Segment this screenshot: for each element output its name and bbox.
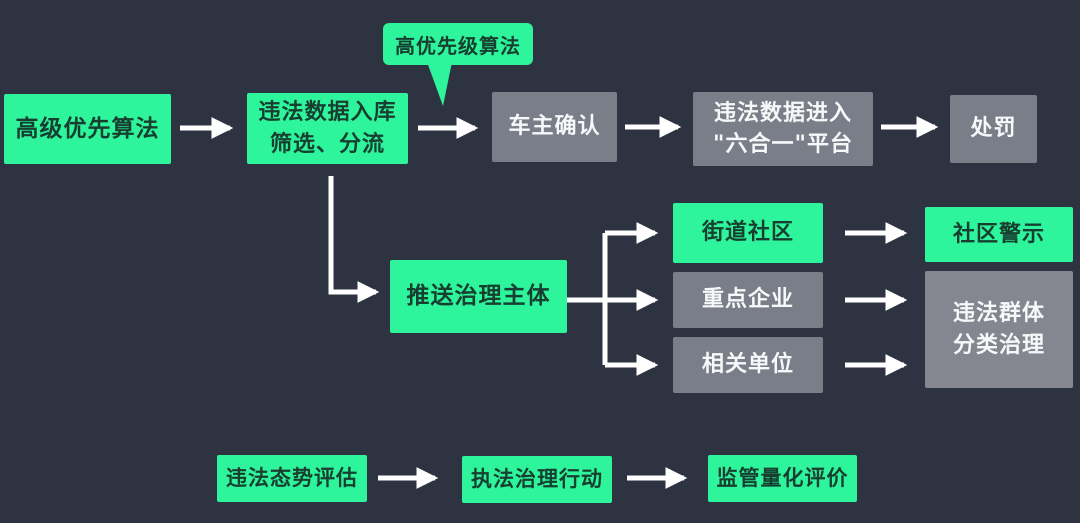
node-label: 违法态势评估 xyxy=(226,465,358,490)
connector-intake-to-push xyxy=(328,176,380,304)
node-owner-confirm: 车主确认 xyxy=(492,92,617,162)
node-related-unit: 相关单位 xyxy=(673,337,823,393)
node-label: 推送治理主体 xyxy=(406,283,551,310)
node-key-enterprise: 重点企业 xyxy=(673,272,823,328)
node-street-community: 街道社区 xyxy=(673,203,823,263)
node-situation-assessment: 违法态势评估 xyxy=(217,455,367,502)
node-enforcement-action: 执法治理行动 xyxy=(462,456,612,503)
node-label-line2: 分类治理 xyxy=(952,332,1045,358)
node-advanced-priority-algo: 高级优先算法 xyxy=(4,94,171,164)
callout-tail xyxy=(427,62,452,106)
node-label-line1: 违法数据入库 xyxy=(258,100,397,126)
callout-high-priority-algo: 高优先级算法 xyxy=(383,23,533,65)
node-quantitative-evaluation: 监管量化评价 xyxy=(708,455,857,502)
node-community-warning: 社区警示 xyxy=(925,207,1073,262)
node-label: 相关单位 xyxy=(701,352,794,378)
node-label: 车主确认 xyxy=(508,114,601,140)
node-data-intake: 违法数据入库 筛选、分流 xyxy=(247,93,408,164)
node-label: 高级优先算法 xyxy=(15,115,160,142)
node-label-line1: 违法数据进入 xyxy=(713,100,852,126)
node-label-line2: 筛选、分流 xyxy=(269,131,385,157)
node-punish: 处罚 xyxy=(950,95,1037,163)
node-label: 监管量化评价 xyxy=(716,465,849,490)
node-label: 处罚 xyxy=(970,116,1017,142)
node-label: 街道社区 xyxy=(701,220,794,246)
node-label: 执法治理行动 xyxy=(471,466,603,491)
node-six-in-one-platform: 违法数据进入 "六合一"平台 xyxy=(693,92,873,166)
node-label-line2: "六合一"平台 xyxy=(713,132,853,157)
node-label: 重点企业 xyxy=(701,287,794,313)
node-label-line1: 违法群体 xyxy=(952,301,1045,327)
node-label: 社区警示 xyxy=(952,221,1045,247)
node-violation-group-governance: 违法群体 分类治理 xyxy=(925,271,1073,388)
callout-label: 高优先级算法 xyxy=(395,33,521,58)
node-push-governance-subject: 推送治理主体 xyxy=(390,260,567,333)
